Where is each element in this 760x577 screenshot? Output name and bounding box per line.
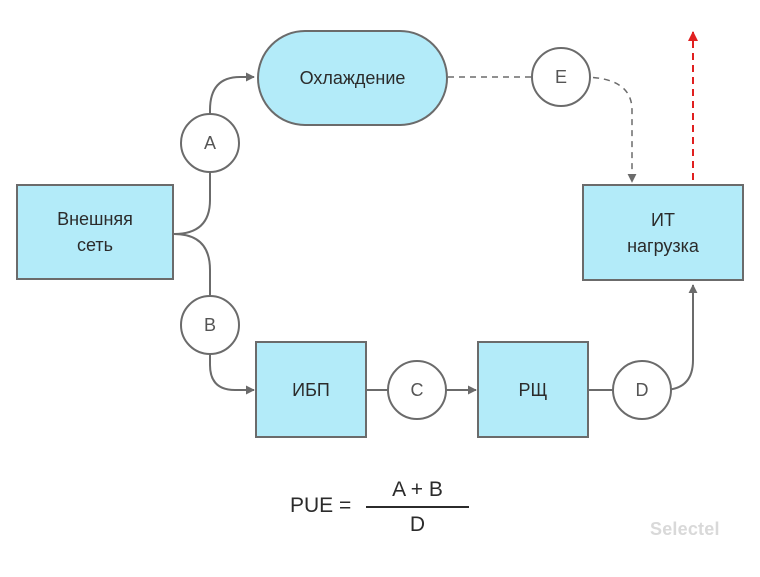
connector-b-to-ups — [209, 346, 255, 395]
node-cooling — [257, 30, 448, 126]
node-it-load — [582, 184, 744, 281]
node-ups-label: ИБП — [292, 379, 330, 400]
node-grid — [16, 184, 174, 280]
flow-c-circle — [387, 360, 447, 420]
connector-grid-to-a — [173, 164, 211, 235]
flow-c-label: C — [410, 379, 424, 400]
flow-d-label: D — [635, 379, 649, 400]
node-grid-label: Внешняя сеть — [57, 209, 133, 255]
flow-a-circle — [180, 113, 240, 173]
flow-b-circle — [180, 295, 240, 355]
watermark-logo: Selectel — [650, 519, 720, 539]
flow-a-label: A — [203, 132, 216, 153]
node-pdu-label: РЩ — [518, 379, 548, 400]
flow-e-label: E — [554, 66, 567, 87]
formula-lhs: PUE = — [290, 494, 352, 517]
node-cooling-label: Охлаждение — [299, 68, 406, 88]
flow-d-circle — [612, 360, 672, 420]
node-ups — [255, 341, 367, 438]
connector-a-to-cooling — [209, 72, 255, 122]
connector-grid-to-b — [173, 233, 211, 304]
node-it-load-label: ИТ нагрузка — [627, 209, 699, 256]
formula-denominator: D — [409, 513, 426, 536]
connector-e-to-it-load — [581, 76, 637, 183]
flow-b-label: B — [203, 314, 216, 335]
formula-numerator: A + B — [392, 478, 443, 501]
flow-e-circle — [531, 47, 591, 107]
node-pdu — [477, 341, 589, 438]
